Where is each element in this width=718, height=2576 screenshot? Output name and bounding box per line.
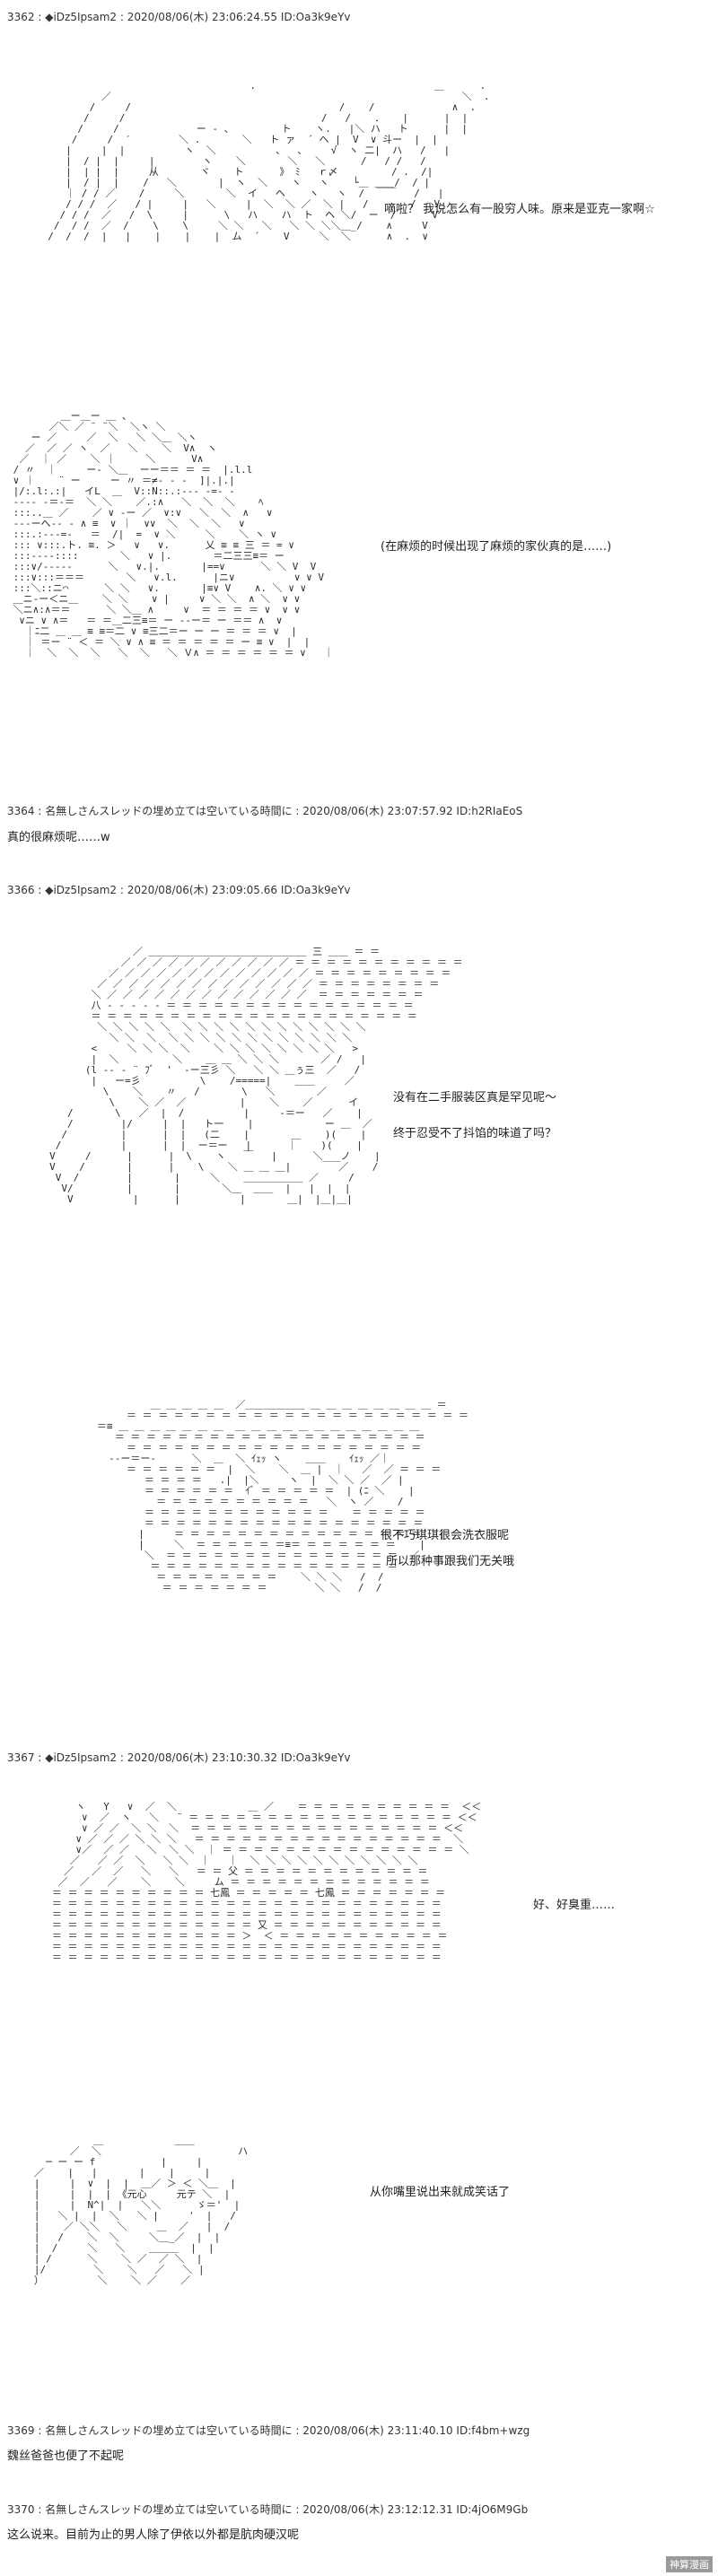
post-header-3362: 3362 : ◆iDz5Ipsam2 : 2020/08/06(木) 23:06… [7, 11, 351, 23]
post-header-3366: 3366 : ◆iDz5Ipsam2 : 2020/08/06(木) 23:09… [7, 884, 351, 896]
ascii-art-figure-3: ／ ＿＿＿＿＿＿＿＿＿＿＿＿＿＿＿＿ 三 ＿＿ ＝ ＝ ／ ／ ／ ／ ／ ／ … [49, 946, 463, 1205]
caption-3367-1: 好、好臭重…… [533, 1899, 616, 1912]
ascii-art-figure-2: ＿ー＿ー ＿ 、 ／＼ ／ ¨ ¨＼ ＼ヽ ＼ ー ／ ／ ＼ ＼ ＼＿ ＼ヽ … [13, 410, 334, 659]
post-header-3367: 3367 : ◆iDz5Ipsam2 : 2020/08/06(木) 23:10… [7, 1751, 351, 1764]
caption-3366-2: 终于忍受不了抖馅的味道了吗？ [393, 1127, 557, 1140]
caption-3367-2: 从你嘴里说出来就成笑话了 [370, 2186, 511, 2199]
caption-3366-3: 很不巧琪琪很会洗衣服呢 [381, 1529, 510, 1542]
post-text-3364: 真的很麻烦呢……w [7, 831, 110, 844]
post-header-3369: 3369 : 名無しさんスレッドの埋め立ては空いている時間に : 2020/08… [7, 2424, 530, 2437]
caption-3362-1: 嘀啦？ 我说怎么有一股穷人味。原来是亚克一家啊☆ [384, 203, 655, 216]
post-header-3370: 3370 : 名無しさんスレッドの埋め立ては空いている時間に : 2020/08… [7, 2503, 529, 2516]
watermark-label: 神算漫画 [666, 2556, 713, 2572]
post-text-3370: 这么说来。目前为止的男人除了伊依以外都是肮肉硬汉呢 [7, 2528, 300, 2542]
post-text-3369: 魏丝爸爸也便了不起呢 [7, 2449, 125, 2463]
caption-3366-1: 没有在二手服装区真是罕见呢～ [393, 1091, 557, 1105]
post-header-3364: 3364 : 名無しさんスレッドの埋め立ては空いている時間に : 2020/08… [7, 805, 523, 817]
ascii-art-figure-5: ヽ Y ∨ ／ ＼ ＿ ／ ＝ ＝ ＝ ＝ ＝ ＝ ＝ ＝ ＝ ＝ ＜＜ ∨ ／… [51, 1801, 482, 1963]
caption-3362-2: (在麻烦的时候出现了麻烦的家伙真的是……) [381, 540, 612, 554]
ascii-art-figure-4: ＿ ＿ ＿ ＿ ＿ ／＿＿＿＿＿＿ ＿ ＿ ＿ ＿ ＿ ＿ ＿ ＿ ＝ ＝ ＝ … [96, 1399, 469, 1594]
caption-3366-4: 所以那种事跟我们无关哦 [386, 1555, 515, 1568]
ascii-art-figure-6: ＿ ＿＿ ／ ＼ ハ ─ ー ー f | | ／ | | | | | | | ∨… [33, 2135, 249, 2286]
ascii-art-figure-1: . ＿ . ／ ＼ . / / / / ∧ . / [48, 80, 490, 242]
